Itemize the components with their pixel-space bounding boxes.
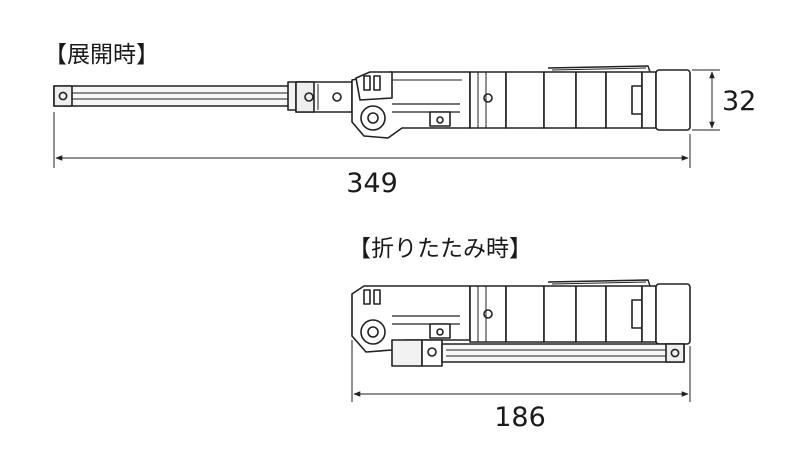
extended-length-label: 349 <box>346 168 398 199</box>
extended-connector <box>295 81 353 113</box>
extended-flashlight-drawing <box>53 65 691 139</box>
switch-icon <box>631 85 643 115</box>
diameter-dimension <box>692 69 720 131</box>
lens-cap <box>655 283 691 345</box>
diameter-label: 32 <box>722 86 756 117</box>
connector-screw-icon <box>332 92 342 102</box>
body-screw-icon <box>483 309 493 319</box>
folded-section: 【折りたたみ時】 <box>348 236 691 433</box>
head-screw-icon <box>436 328 444 336</box>
grip-slot <box>363 289 371 305</box>
pivot-joint-icon <box>360 319 386 345</box>
head-screw-icon <box>436 116 444 124</box>
extended-pivot-head <box>351 71 471 139</box>
extended-length-dimension <box>53 112 691 168</box>
folded-length-dimension <box>351 340 691 402</box>
lens-cap <box>655 69 691 131</box>
body-screw-icon <box>483 93 493 103</box>
extended-section: 【展開時】 <box>44 42 756 199</box>
folded-flashlight-drawing <box>351 279 691 367</box>
folded-body <box>469 279 691 345</box>
rod-end-screw-icon <box>58 91 68 101</box>
connector-screw-icon <box>304 92 314 102</box>
pivot-joint-icon <box>360 105 386 131</box>
rod-screw-icon <box>427 347 437 357</box>
extended-body <box>469 65 691 131</box>
folded-length-label: 186 <box>494 402 546 433</box>
switch-icon <box>631 299 643 329</box>
folded-heading: 【折りたたみ時】 <box>348 236 532 262</box>
extension-rod <box>53 81 311 111</box>
rod-end-screw-icon <box>670 348 680 358</box>
grip-slot <box>373 289 381 305</box>
folded-pivot-head <box>351 285 471 353</box>
grip-slot <box>363 75 371 91</box>
grip-slot <box>373 75 381 91</box>
extended-heading: 【展開時】 <box>44 42 159 68</box>
folded-rod <box>391 339 685 367</box>
